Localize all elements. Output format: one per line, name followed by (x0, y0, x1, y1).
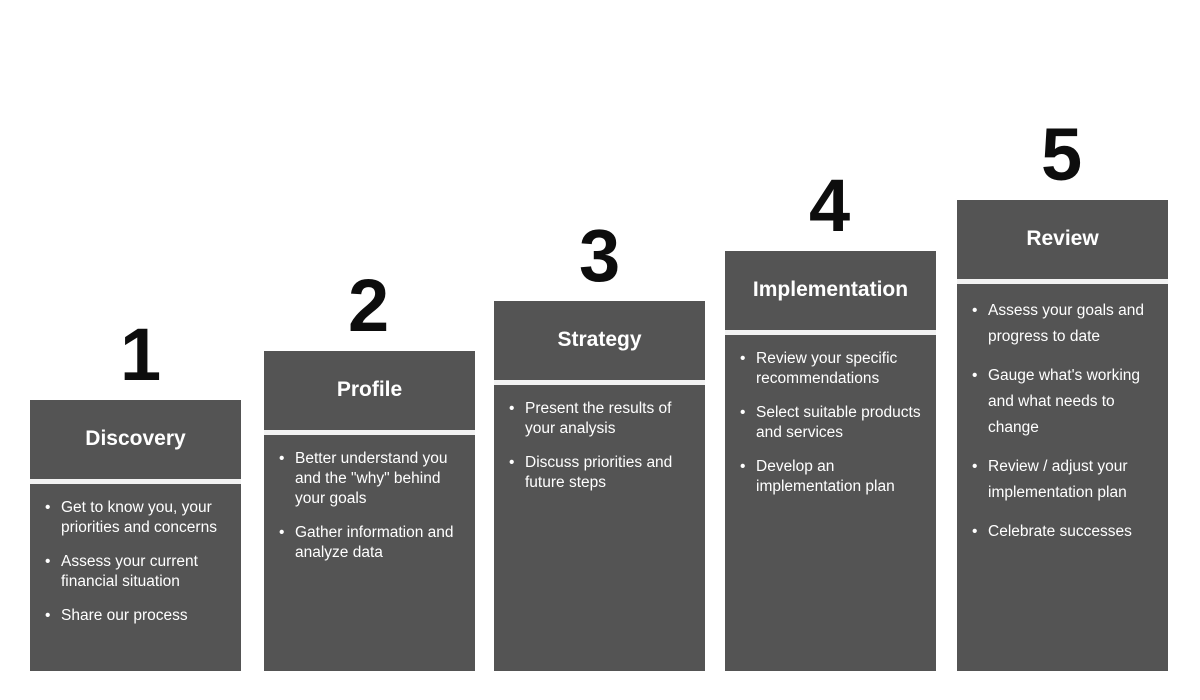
step-card-5[interactable]: Review Assess your goals and progress to… (957, 200, 1168, 671)
step-card-body-2: Better understand you and the "why" behi… (264, 435, 475, 671)
list-item: Review / adjust your implementation plan (969, 454, 1156, 506)
step-bullet-list-4: Review your specific recommendations Sel… (737, 349, 924, 497)
step-card-divider-3 (494, 380, 705, 385)
step-bullet-list-3: Present the results of your analysis Dis… (506, 399, 693, 493)
step-card-header-4: Implementation (725, 251, 936, 330)
step-card-body-5: Assess your goals and progress to date G… (957, 284, 1168, 671)
step-card-divider-5 (957, 279, 1168, 284)
step-bullet-list-2: Better understand you and the "why" behi… (276, 449, 463, 563)
step-card-3[interactable]: Strategy Present the results of your ana… (494, 301, 705, 671)
step-card-2[interactable]: Profile Better understand you and the "w… (264, 351, 475, 671)
step-card-body-4: Review your specific recommendations Sel… (725, 335, 936, 671)
step-number-2: 2 (348, 264, 389, 347)
step-card-divider-1 (30, 479, 241, 484)
step-card-4[interactable]: Implementation Review your specific reco… (725, 251, 936, 671)
list-item: Get to know you, your priorities and con… (42, 498, 229, 538)
step-card-divider-4 (725, 330, 936, 335)
list-item: Celebrate successes (969, 519, 1156, 545)
step-card-header-5: Review (957, 200, 1168, 279)
list-item: Review your specific recommendations (737, 349, 924, 389)
step-title-3: Strategy (557, 328, 642, 352)
step-card-1[interactable]: Discovery Get to know you, your prioriti… (30, 400, 241, 671)
list-item: Better understand you and the "why" behi… (276, 449, 463, 509)
step-card-divider-2 (264, 430, 475, 435)
step-number-5: 5 (1041, 113, 1082, 196)
step-title-5: Review (1026, 227, 1099, 251)
list-item: Gather information and analyze data (276, 523, 463, 563)
step-bullet-list-5: Assess your goals and progress to date G… (969, 298, 1156, 545)
list-item: Assess your current financial situation (42, 552, 229, 592)
step-title-2: Profile (336, 378, 403, 402)
step-card-header-2: Profile (264, 351, 475, 430)
step-number-3: 3 (579, 214, 620, 297)
list-item: Select suitable products and services (737, 403, 924, 443)
list-item: Develop an implementation plan (737, 457, 924, 497)
step-number-1: 1 (120, 313, 161, 396)
step-bullet-list-1: Get to know you, your priorities and con… (42, 498, 229, 626)
list-item: Discuss priorities and future steps (506, 453, 693, 493)
step-title-4: Implementation (752, 278, 909, 302)
step-number-4: 4 (809, 164, 850, 247)
step-card-header-3: Strategy (494, 301, 705, 380)
step-card-header-1: Discovery (30, 400, 241, 479)
step-title-1: Discovery (85, 427, 186, 451)
list-item: Assess your goals and progress to date (969, 298, 1156, 350)
step-card-body-3: Present the results of your analysis Dis… (494, 385, 705, 671)
list-item: Share our process (42, 606, 229, 626)
list-item: Gauge what's working and what needs to c… (969, 363, 1156, 441)
list-item: Present the results of your analysis (506, 399, 693, 439)
step-card-body-1: Get to know you, your priorities and con… (30, 484, 241, 671)
